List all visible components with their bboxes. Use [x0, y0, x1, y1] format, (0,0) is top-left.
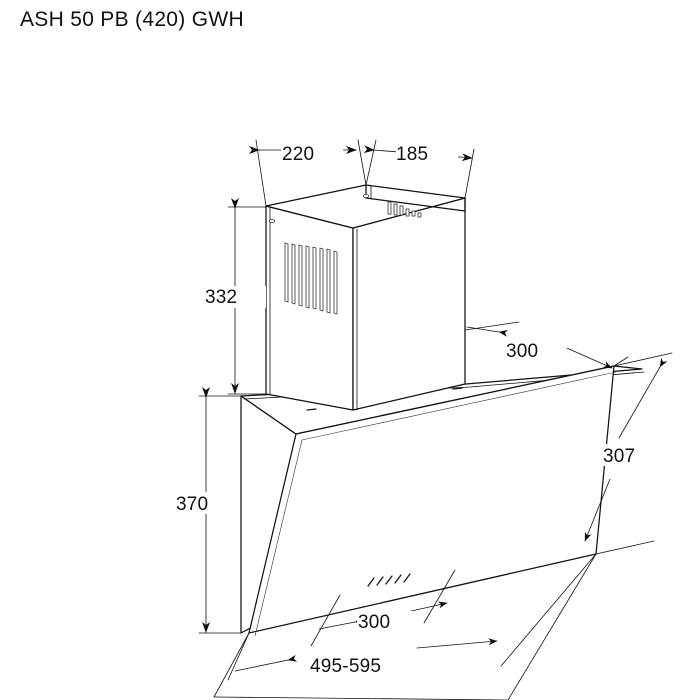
slanted-glass-front-panel — [213, 365, 617, 700]
ext-line-307-bottom — [595, 540, 655, 555]
dim-line-width-a — [234, 654, 298, 672]
chimney-duct-box — [265, 184, 466, 411]
ext-line-300-depth-left — [464, 321, 520, 331]
dim-line-307-b — [584, 478, 611, 542]
ext-line-width-left — [227, 632, 250, 681]
ext-line-300-depth-right — [613, 356, 629, 367]
control-panel-marks — [367, 573, 411, 587]
dimension-label-300-front: 300 — [358, 612, 390, 633]
dimension-370: 370 — [175, 387, 242, 634]
glass-edge-inner-top — [301, 371, 617, 441]
dim-line-300-front-a — [318, 616, 365, 630]
glass-edge-inner-left — [254, 439, 303, 637]
chimney-front-face — [352, 197, 466, 411]
dimension-332: 332 — [204, 198, 267, 395]
page-title: ASH 50 PB (420) GWH — [20, 8, 244, 31]
ext-line-width-right — [500, 553, 597, 667]
dimension-307: 307 — [584, 352, 673, 555]
dimension-label-332: 332 — [205, 287, 237, 308]
dimension-label-495-595: 495-595 — [310, 656, 381, 677]
dim-line-300-front-b — [406, 601, 448, 613]
dimension-label-307: 307 — [603, 446, 635, 467]
ext-line-300-front-right — [423, 569, 456, 624]
dimension-300-depth: 300 — [464, 321, 629, 369]
dimension-185: 185 — [363, 139, 475, 199]
vent-slot-group — [284, 242, 338, 315]
dimension-495-595: 495-595 — [227, 553, 597, 681]
ext-line-307-top — [613, 352, 673, 367]
glass-underside-line-left — [213, 632, 250, 698]
dimension-label-185: 185 — [396, 144, 428, 165]
chimney-mount-hole — [268, 218, 275, 223]
dimension-220: 220 — [249, 139, 367, 207]
deck-fixing-mark-2 — [306, 408, 317, 411]
ext-line-185-left — [365, 139, 377, 186]
dimension-label-300-depth: 300 — [506, 341, 538, 362]
chimney-tab-details — [387, 201, 422, 218]
chimney-left-face — [265, 205, 354, 411]
chimney-inner-back-panel — [365, 184, 466, 212]
ext-line-220-right — [357, 139, 367, 186]
dim-line-300-depth-b — [559, 344, 613, 369]
dim-line-width-b — [416, 638, 498, 649]
dimension-label-370: 370 — [176, 494, 208, 515]
chimney-mount-hole-top — [362, 193, 369, 198]
ext-line-300-front-left — [310, 594, 341, 647]
ext-line-185-right — [464, 148, 475, 199]
deck-fixing-mark-4 — [452, 387, 463, 390]
dimension-300-front: 300 — [310, 569, 456, 647]
glass-underside-line-right — [507, 553, 597, 700]
dim-line-300-depth-a — [466, 326, 508, 337]
dim-line-307-a — [618, 357, 668, 439]
dimension-label-220: 220 — [282, 144, 314, 165]
